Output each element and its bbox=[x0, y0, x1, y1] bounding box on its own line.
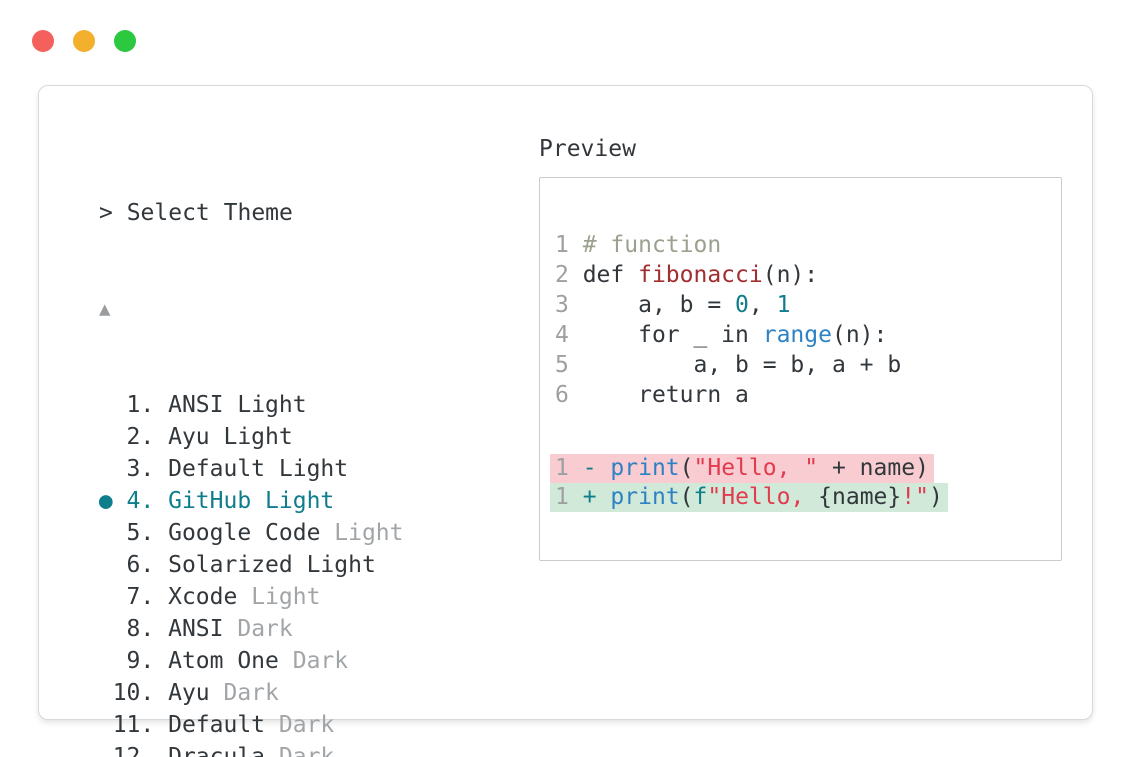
theme-list-item[interactable]: ● 4. GitHub Light bbox=[85, 488, 335, 514]
theme-list-item[interactable]: 10. Ayu Dark bbox=[112, 680, 279, 706]
code-block: 1 # function 2 def fibonacci(n): 3 a, b = … bbox=[555, 230, 1061, 410]
zoom-button[interactable] bbox=[114, 30, 136, 52]
code-line: 3 a, b = 0, 1 bbox=[555, 292, 791, 318]
theme-list: 1. ANSI Light 2. Ayu Light 3. Default Li… bbox=[85, 389, 902, 757]
diff-highlight: 1 + print(f"Hello, {name}!") bbox=[550, 483, 948, 512]
code-line: 1 # function bbox=[555, 232, 722, 258]
preview-title: Preview bbox=[539, 136, 636, 162]
code-line: 2 def fibonacci(n): bbox=[555, 262, 819, 288]
code-line: 4 for _ in range(n): bbox=[555, 322, 888, 348]
scroll-up-icon[interactable]: ▲ bbox=[99, 298, 111, 320]
theme-list-item[interactable]: 6. Solarized Light bbox=[112, 552, 376, 578]
diff-line-removed: 1 - print("Hello, " + name) bbox=[550, 454, 1061, 483]
diff-highlight: 1 - print("Hello, " + name) bbox=[550, 454, 934, 483]
theme-list-item[interactable]: 9. Atom One Dark bbox=[112, 648, 349, 674]
preview-pane: 1 # function 2 def fibonacci(n): 3 a, b = … bbox=[539, 177, 1062, 561]
theme-list-item[interactable]: 7. Xcode Light bbox=[112, 584, 321, 610]
code-line: 6 return a bbox=[555, 382, 749, 408]
theme-list-item[interactable]: 8. ANSI Dark bbox=[112, 616, 293, 642]
theme-list-item[interactable]: 11. Default Dark bbox=[112, 712, 335, 738]
theme-list-item[interactable]: 12. Dracula Dark bbox=[112, 744, 335, 757]
theme-list-item[interactable]: 1. ANSI Light bbox=[112, 392, 307, 418]
theme-list-item[interactable]: 5. Google Code Light bbox=[112, 520, 404, 546]
code-line: 5 a, b = b, a + b bbox=[555, 352, 902, 378]
minimize-button[interactable] bbox=[73, 30, 95, 52]
diff-line-added: 1 + print(f"Hello, {name}!") bbox=[550, 483, 1061, 512]
close-button[interactable] bbox=[32, 30, 54, 52]
diff-block: 1 - print("Hello, " + name)1 + print(f"H… bbox=[550, 454, 1061, 512]
theme-picker: > Select Theme ▲ 1. ANSI Light 2. Ayu Li… bbox=[39, 133, 902, 757]
window-controls bbox=[32, 30, 136, 52]
theme-list-item[interactable]: 2. Ayu Light bbox=[112, 424, 293, 450]
theme-dialog: > Select Theme ▲ 1. ANSI Light 2. Ayu Li… bbox=[38, 85, 1093, 757]
dialog-title: > Select Theme bbox=[99, 200, 293, 226]
theme-list-item[interactable]: 3. Default Light bbox=[112, 456, 349, 482]
